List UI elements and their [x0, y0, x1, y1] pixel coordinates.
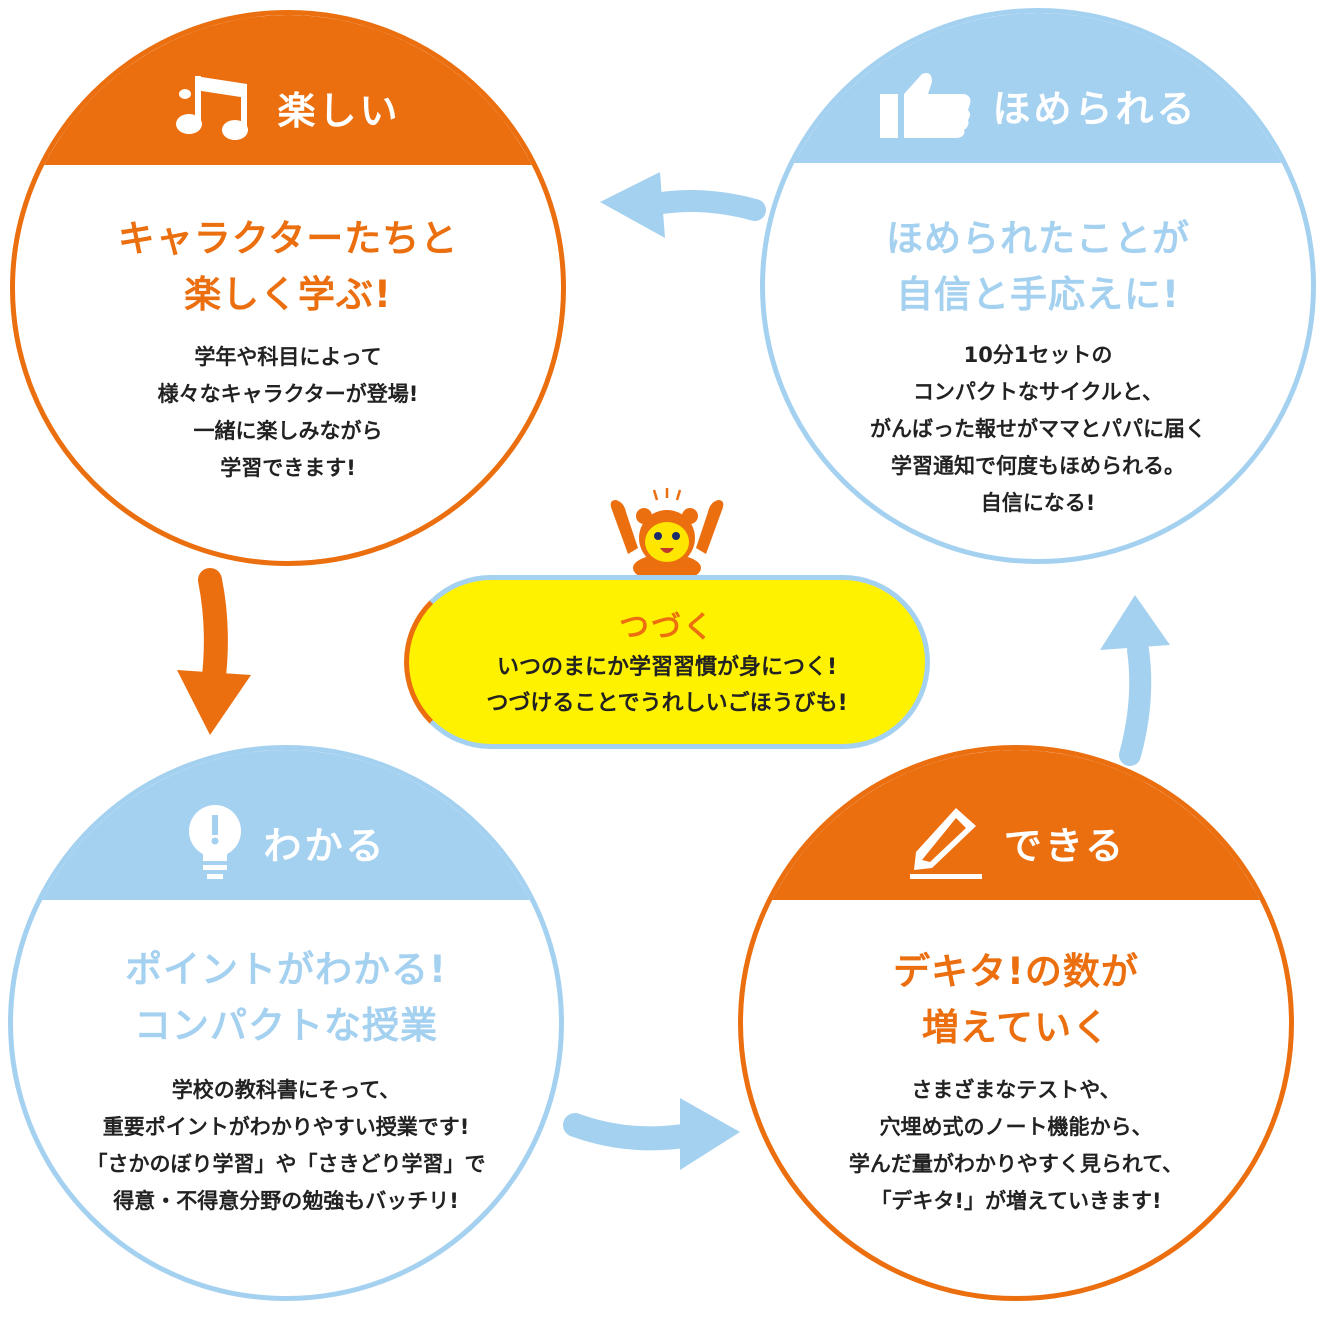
- mascot-character: [610, 488, 724, 580]
- step-praise: ほめられる ほめられたことが 自信と手応えに! 10分1セットの コンパクトなサ…: [760, 8, 1316, 564]
- pencil-icon: [909, 808, 982, 879]
- step-fun-heading: キャラクターたちと 楽しく学ぶ!: [117, 217, 459, 316]
- step-cando-band: [743, 750, 1289, 900]
- continue-title: つづく: [619, 610, 715, 645]
- step-praise-heading: ほめられたことが 自信と手応えに!: [886, 217, 1190, 316]
- step-praise-body: 10分1セットの コンパクトなサイクルと、 がんばった報せがママとパパに届く 学…: [870, 343, 1206, 515]
- step-fun: 楽しい キャラクターたちと 楽しく学ぶ! 学年や科目によって 様々なキャラクター…: [10, 10, 566, 566]
- step-understand: わかる ポイントがわかる! コンパクトな授業 学校の教科書にそって、 重要ポイン…: [8, 745, 564, 1301]
- step-understand-body: 学校の教科書にそって、 重要ポイントがわかりやすい授業です! 「さかのぼり学習」…: [86, 1078, 486, 1213]
- step-fun-band: [15, 15, 561, 165]
- step-cando-body: さまざまなテストや、 穴埋め式のノート機能から、 学んだ量がわかりやすく見られて…: [848, 1078, 1184, 1213]
- music-note-icon: [176, 76, 249, 140]
- thumbs-up-icon: [880, 73, 971, 138]
- lightbulb-icon: [189, 805, 242, 879]
- step-cando: できる デキタ!の数が 増えていく さまざまなテストや、 穴埋め式のノート機能か…: [738, 745, 1294, 1301]
- step-cando-heading: デキタ!の数が 増えていく: [893, 950, 1139, 1049]
- step-understand-heading: ポイントがわかる! コンパクトな授業: [125, 948, 447, 1047]
- continue-body: いつのまにか学習習慣が身につく! つづけることでうれしいごほうびも!: [486, 655, 848, 716]
- step-praise-band: [765, 13, 1311, 163]
- step-cando-label: できる: [1003, 823, 1127, 868]
- arrow-understand-to-cando: [563, 1098, 740, 1170]
- step-fun-label: 楽しい: [277, 88, 401, 133]
- step-understand-band: [13, 750, 559, 900]
- arrow-cando-to-praise: [1100, 595, 1170, 766]
- step-understand-label: わかる: [263, 823, 387, 868]
- arrow-fun-to-understand: [177, 568, 251, 735]
- step-praise-label: ほめられる: [992, 86, 1198, 131]
- arrow-praise-to-fun: [600, 172, 766, 238]
- step-fun-body: 学年や科目によって 様々なキャラクターが登場! 一緒に楽しみながら 学習できます…: [157, 345, 419, 480]
- continue-box: つづく いつのまにか学習習慣が身につく! つづけることでうれしいごほうびも!: [404, 575, 930, 749]
